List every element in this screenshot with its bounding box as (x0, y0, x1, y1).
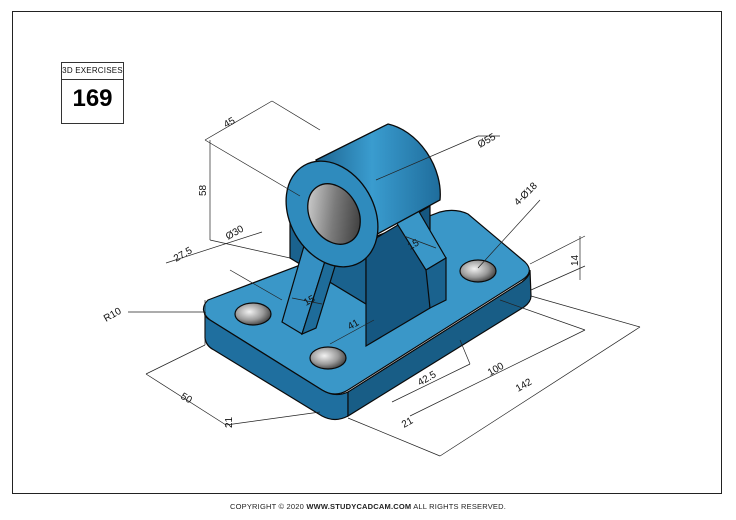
copyright-footer: COPYRIGHT © 2020 WWW.STUDYCADCAM.COM ALL… (0, 502, 736, 511)
hole-left (234, 302, 272, 326)
dim-142: 142 (514, 377, 534, 395)
dim-diameter-30: Ø30 (224, 223, 246, 242)
dim-58: 58 (198, 184, 209, 196)
badge-divider (62, 79, 123, 80)
dim-50: 50 (179, 391, 195, 406)
hole-right (459, 259, 497, 283)
copyright-suffix: ALL RIGHTS RESERVED. (411, 502, 507, 511)
dim-21-left: 21 (224, 416, 235, 428)
dim-14: 14 (570, 254, 581, 266)
bore-hole (307, 183, 361, 245)
cylinder-body (315, 123, 441, 239)
exercise-number: 169 (72, 85, 113, 112)
dim-21-right: 21 (400, 415, 416, 430)
dim-15-left: 15 (302, 293, 318, 308)
hole-front (309, 346, 347, 370)
dim-45: 45 (222, 115, 238, 130)
dim-41: 41 (346, 317, 362, 332)
dim-15-right: 15 (406, 237, 422, 252)
dim-100: 100 (486, 361, 506, 379)
dim-r10: R10 (102, 306, 124, 325)
holes (234, 259, 497, 370)
badge-label: 3D EXERCISES (62, 66, 123, 75)
rib-right-side (425, 256, 447, 309)
drawing-frame (12, 11, 722, 494)
cylinder-boss (285, 123, 441, 268)
copyright-prefix: COPYRIGHT © 2020 (229, 502, 307, 511)
dim-diameter-55: Ø55 (476, 131, 498, 150)
dimension-lines (128, 100, 641, 457)
dim-27-5: 27.5 (172, 245, 195, 264)
copyright-site: WWW.STUDYCADCAM.COM (306, 502, 412, 511)
exercise-badge: 3D EXERCISES 169 (61, 62, 124, 124)
